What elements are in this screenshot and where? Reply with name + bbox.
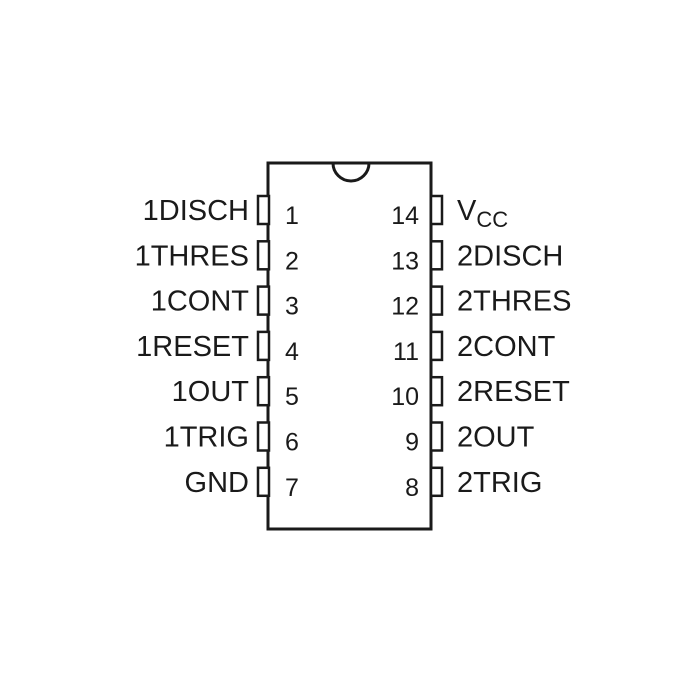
- pin-13-lead: [429, 240, 444, 271]
- pin-12-number: 12: [391, 293, 419, 321]
- pin-11-lead: [429, 330, 444, 362]
- pin-2-number: 2: [285, 247, 299, 275]
- pin-12: 12 2THRES: [391, 285, 571, 321]
- pin-8-label-text: 2TRIG: [457, 467, 542, 499]
- pin-14-label-subscript: CC: [476, 207, 508, 232]
- pin-14-lead: [429, 194, 444, 226]
- pin-14: 14 VCC: [391, 194, 508, 232]
- pin-5-lead: [256, 375, 271, 407]
- pin-12-lead: [429, 285, 444, 316]
- pin-6: 1TRIG 6: [164, 421, 299, 457]
- pin-5-label: 1OUT: [172, 376, 250, 408]
- pin-7-number: 7: [285, 474, 299, 502]
- pin-2-label: 1THRES: [135, 240, 249, 272]
- pin-5-number: 5: [285, 383, 299, 411]
- pin-9-label: 2OUT: [457, 422, 535, 454]
- pin-5: 1OUT 5: [172, 375, 299, 411]
- pin-12-label: 2THRES: [457, 286, 571, 318]
- pin-9-number: 9: [405, 429, 419, 457]
- pin-9-lead: [429, 421, 444, 452]
- pin-13: 13 2DISCH: [391, 240, 563, 275]
- pin-10-number: 10: [391, 383, 419, 411]
- pin-1-lead: [256, 194, 271, 226]
- pin-8: 8 2TRIG: [405, 466, 542, 502]
- pin-1-number: 1: [285, 202, 299, 230]
- pin-10-lead: [429, 375, 444, 407]
- pin-10-label-text: 2RESET: [457, 376, 570, 408]
- pin-12-label-text: 2THRES: [457, 286, 571, 318]
- package-notch: [331, 162, 371, 183]
- pin-10: 10 2RESET: [391, 375, 570, 411]
- pin-7-label: GND: [185, 467, 249, 499]
- pin-7-lead: [256, 466, 271, 498]
- pin-1-label: 1DISCH: [143, 195, 249, 227]
- pin-6-label: 1TRIG: [164, 422, 249, 454]
- pin-3-number: 3: [285, 293, 299, 321]
- pin-6-lead: [256, 421, 271, 452]
- pin-6-number: 6: [285, 429, 299, 457]
- pin-2-lead: [256, 240, 271, 271]
- pin-8-label: 2TRIG: [457, 467, 542, 499]
- pin-13-label-text: 2DISCH: [457, 240, 563, 272]
- pins-layer: 1DISCH 1 1THRES 2 1CONT 3 1RESET 4 1OUT 5 1TRIG 6GN…: [135, 194, 571, 502]
- pin-1: 1DISCH 1: [143, 194, 299, 230]
- pin-3: 1CONT 3: [151, 285, 299, 321]
- pin-13-number: 13: [391, 247, 419, 275]
- pin-4-lead: [256, 330, 271, 362]
- pin-11-label-text: 2CONT: [457, 331, 556, 363]
- pin-11-number: 11: [393, 338, 419, 366]
- pin-7: GND 7: [185, 466, 299, 502]
- pin-2: 1THRES 2: [135, 240, 299, 275]
- pin-4: 1RESET 4: [136, 330, 299, 366]
- pin-14-label-text: V: [457, 195, 477, 227]
- pin-8-number: 8: [405, 474, 419, 502]
- pin-11: 11 2CONT: [393, 330, 556, 366]
- pin-14-label: VCC: [457, 195, 508, 232]
- pin-14-number: 14: [391, 202, 419, 230]
- pin-4-number: 4: [285, 338, 299, 366]
- pin-10-label: 2RESET: [457, 376, 570, 408]
- pin-9-label-text: 2OUT: [457, 422, 535, 454]
- pin-3-label: 1CONT: [151, 286, 250, 318]
- pin-11-label: 2CONT: [457, 331, 556, 363]
- pin-9: 9 2OUT: [405, 421, 535, 457]
- pin-13-label: 2DISCH: [457, 240, 563, 272]
- pin-3-lead: [256, 285, 271, 316]
- pin-8-lead: [429, 466, 444, 498]
- pin-4-label: 1RESET: [136, 331, 249, 363]
